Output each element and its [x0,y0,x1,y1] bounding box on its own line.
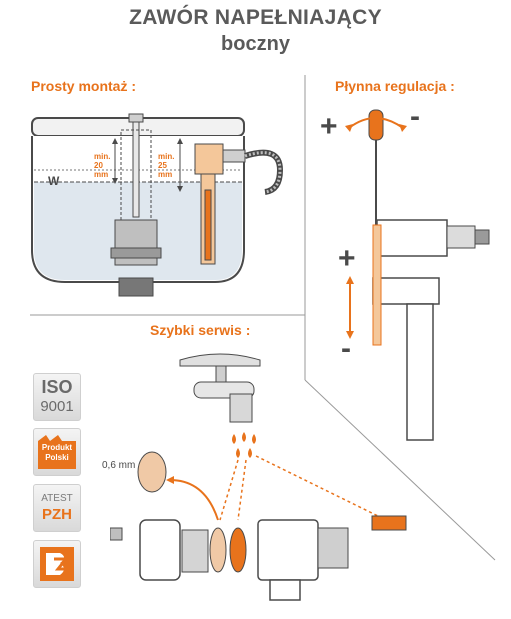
produkt-polski-icon [38,435,76,469]
produkt-badge-line1: Produkt [41,443,73,452]
iso-badge-line1: ISO [41,377,73,397]
membrane-thickness-label: 0,6 mm [102,460,136,471]
section-assembly: Prosty montaż : [31,78,137,94]
iso-9001-badge: ISO 9001 [33,373,81,421]
certification-logo-badge [33,540,81,588]
adjust-plus-top: + [320,110,338,143]
page-title: ZAWÓR NAPEŁNIAJĄCY [129,6,382,29]
atest-pzh-badge: ATEST PZH [33,484,81,532]
produkt-polski-badge: Produkt Polski [33,428,81,476]
service-illustration [110,353,407,601]
atest-badge-line2: PZH [42,506,72,523]
iso-badge-line2: 9001 [40,398,74,415]
adjust-minus-top: - [410,100,420,133]
section-service: Szybki serwis : [150,322,251,338]
page-subtitle: boczny [221,33,290,55]
cistern-illustration [31,113,284,297]
adjust-minus-side: - [341,332,351,365]
water-level-mark: W [48,174,60,188]
certification-logo-icon [40,547,74,581]
adjustment-illustration [345,109,490,441]
atest-badge-line1: ATEST [41,493,73,504]
produkt-badge-line2: Polski [45,453,69,462]
adjust-plus-side: + [338,242,356,275]
min-25mm-label: min. 25 mm [158,152,175,179]
section-adjustment: Płynna regulacja : [335,78,455,94]
min-20mm-label: min. 20 mm [94,152,111,179]
